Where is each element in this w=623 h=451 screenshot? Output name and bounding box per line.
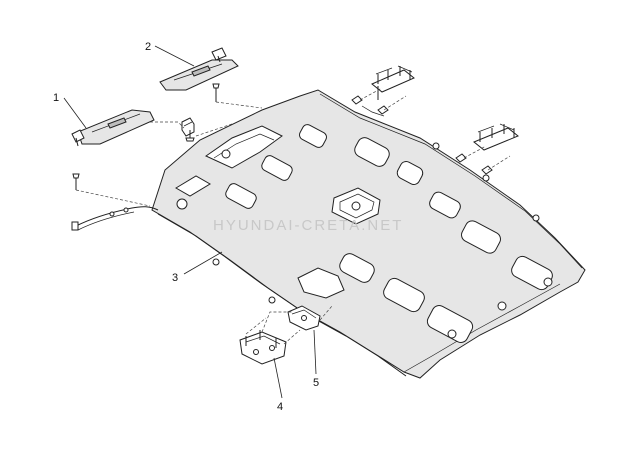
callout-5: 5 [313,377,319,389]
watermark-text: HYUNDAI-CRETA.NET [213,217,403,234]
callout-4: 4 [277,401,283,413]
edge-clips [212,142,553,339]
assist-handle-clip [287,305,321,331]
front-console-area [175,125,283,210]
sun-visor-left [71,109,155,147]
wiring-harness [71,206,159,231]
callout-1: 1 [53,92,59,104]
assist-handle-bracket-rear-2 [455,123,519,175]
callout-2: 2 [145,41,151,53]
leader-lines [63,45,333,399]
sun-visor-right [159,47,239,91]
dome-lamp-bracket [331,187,381,225]
callout-3: 3 [172,272,178,284]
assist-handle-bracket-rear-1 [351,65,415,115]
assist-handle-bracket-front [239,330,287,365]
fasteners [72,83,220,190]
headliner-recesses [225,124,553,343]
headliner-panel [151,89,586,379]
